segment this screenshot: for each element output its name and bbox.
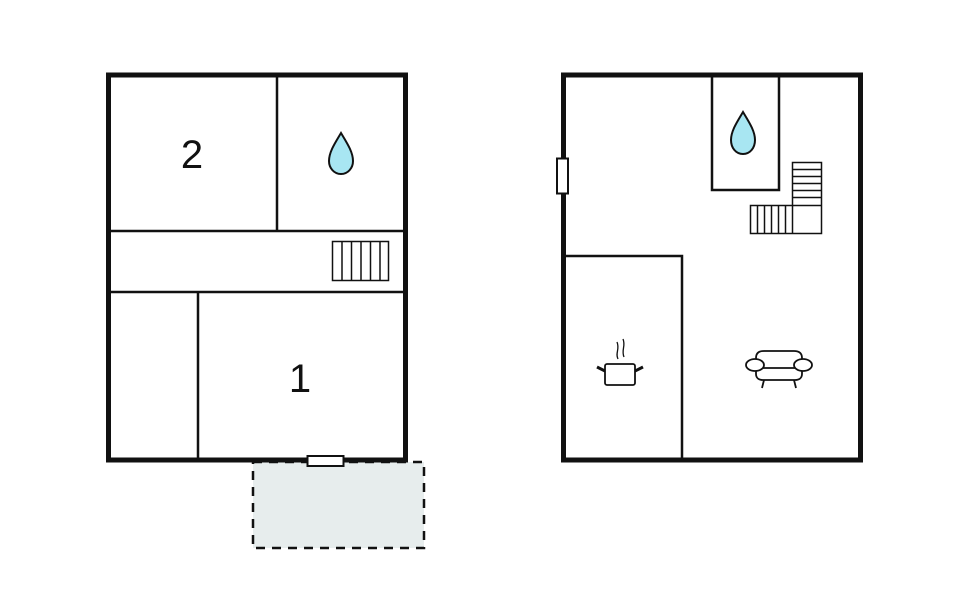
stairs-icon xyxy=(749,161,823,235)
room-label-1: 1 xyxy=(288,357,312,401)
kitchen-walls xyxy=(563,254,684,460)
stairs-icon xyxy=(331,240,390,282)
room-label-2: 2 xyxy=(180,133,204,177)
cooking-pot-icon xyxy=(596,338,644,386)
terrace xyxy=(251,460,426,550)
upper-bathroom-walls xyxy=(710,75,781,192)
water-drop-icon xyxy=(327,131,355,176)
sofa-icon xyxy=(745,350,813,389)
ground-floor-plan xyxy=(106,72,426,550)
entrance-door xyxy=(306,455,345,467)
upper-floor-plan xyxy=(556,72,863,463)
side-window xyxy=(556,157,569,195)
water-drop-icon xyxy=(729,110,757,156)
